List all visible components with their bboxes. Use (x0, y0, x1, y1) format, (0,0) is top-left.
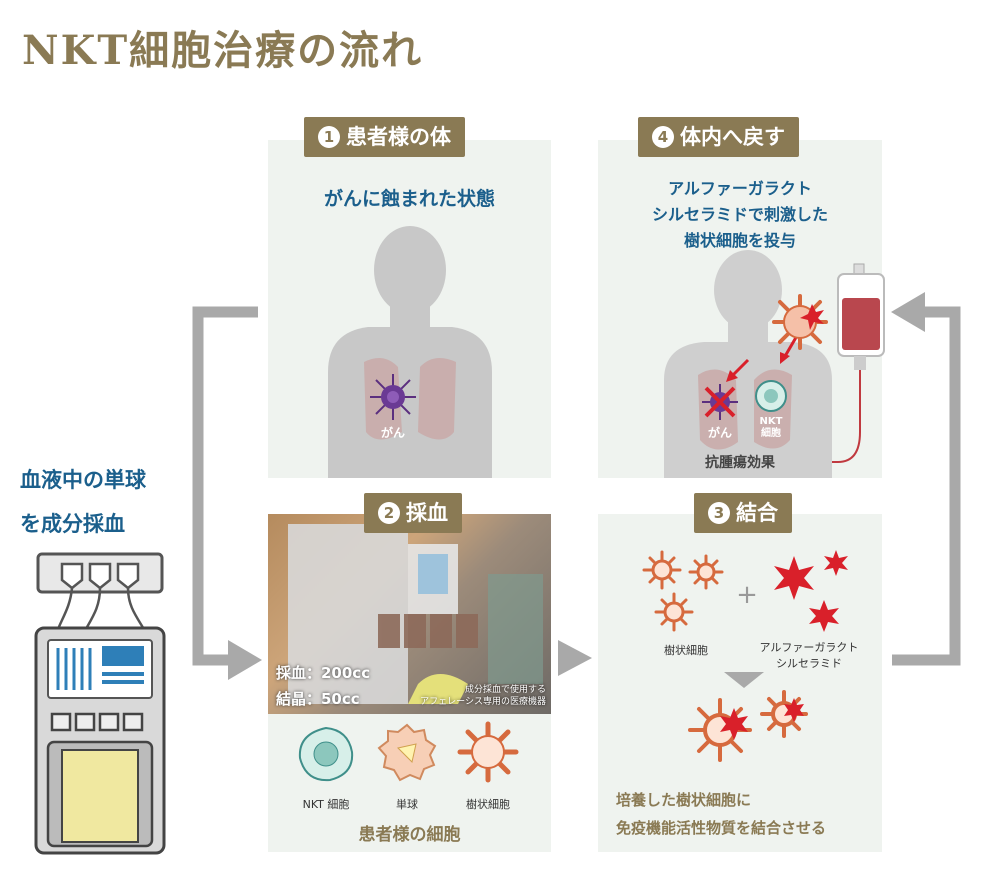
step4-number: 4 (652, 126, 674, 148)
dendritic-cell-large-icon (457, 721, 519, 783)
step2-badge: 2 採血 (364, 493, 462, 533)
arrow-head-middle (558, 640, 592, 676)
cancer-cell-destroyed-icon (702, 384, 738, 420)
plus-sign: + (736, 580, 758, 610)
arrow-head-right (891, 292, 925, 332)
step2-caption-line2: アフェレーシス専用の医療機器 (420, 697, 546, 707)
iv-bag-icon (832, 263, 885, 463)
nkt-cell-large-icon (298, 726, 354, 782)
left-caption-line2: を成分採血 (20, 511, 125, 536)
step4-desc-line2: シルセラミドで刺激した (651, 205, 828, 224)
step4-nkt-line1: NKT (759, 416, 783, 427)
step1-cancer-label: がん (380, 426, 405, 440)
monocyte-icon (377, 723, 437, 782)
step2-footer: 患者様の細胞 (358, 825, 461, 845)
step3-badge: 3 結合 (694, 493, 792, 533)
step3-label: 結合 (736, 501, 778, 525)
step1-label: 患者様の体 (346, 125, 451, 149)
left-caption-line1: 血液中の単球 (20, 467, 146, 492)
nkt-cell-icon (755, 380, 787, 412)
step4-desc-line3: 樹状細胞を投与 (683, 231, 796, 250)
step3-dendritic-label: 樹状細胞 (664, 644, 708, 657)
step2-cell-label-nkt: NKT 細胞 (302, 798, 350, 811)
step4-badge: 4 体内へ戻す (638, 117, 799, 157)
step3-alpha-line1: アルファーガラクト (759, 641, 859, 654)
step3-alpha-line2: シルセラミド (776, 657, 842, 670)
step4-label: 体内へ戻す (680, 125, 785, 149)
step2-caption-line1: 成分採血で使用する (464, 685, 546, 695)
alpha-galcer-icon (774, 550, 848, 632)
down-triangle-icon (724, 672, 764, 688)
apheresis-machine-icon (34, 552, 166, 855)
body-silhouette-1 (328, 226, 492, 478)
apheresis-machine-photo (268, 514, 551, 714)
step4-desc-line1: アルファーガラクト (668, 179, 812, 198)
step2-crystal-volume: 結晶：50cc (276, 690, 360, 708)
step2-label: 採血 (406, 501, 448, 525)
dendritic-cells-cluster-icon (642, 550, 724, 632)
arrow-head-left (228, 640, 262, 680)
step1-badge: 1 患者様の体 (304, 117, 465, 157)
combined-cells-icon (688, 690, 808, 762)
step4-cancer-label: がん (707, 426, 732, 440)
step4-nkt-line2: 細胞 (761, 428, 781, 439)
step2-cell-label-dendritic: 樹状細胞 (466, 798, 510, 811)
dendritic-cell-icon (772, 294, 828, 350)
cancer-cell-icon (370, 374, 416, 420)
step2-blood-volume: 採血：200cc (276, 664, 371, 682)
page-title: NKT細胞治療の流れ (22, 27, 424, 74)
step1-number: 1 (318, 126, 340, 148)
step2-cell-label-monocyte: 単球 (396, 798, 418, 811)
step3-number: 3 (708, 502, 730, 524)
step2-number: 2 (378, 502, 400, 524)
step3-footer-line1: 培養した樹状細胞に (616, 791, 752, 809)
step4-footer: 抗腫瘍効果 (705, 455, 775, 471)
step3-footer-line2: 免疫機能活性物質を結合させる (616, 819, 827, 837)
step1-subtitle: がんに蝕まれた状態 (323, 188, 495, 210)
